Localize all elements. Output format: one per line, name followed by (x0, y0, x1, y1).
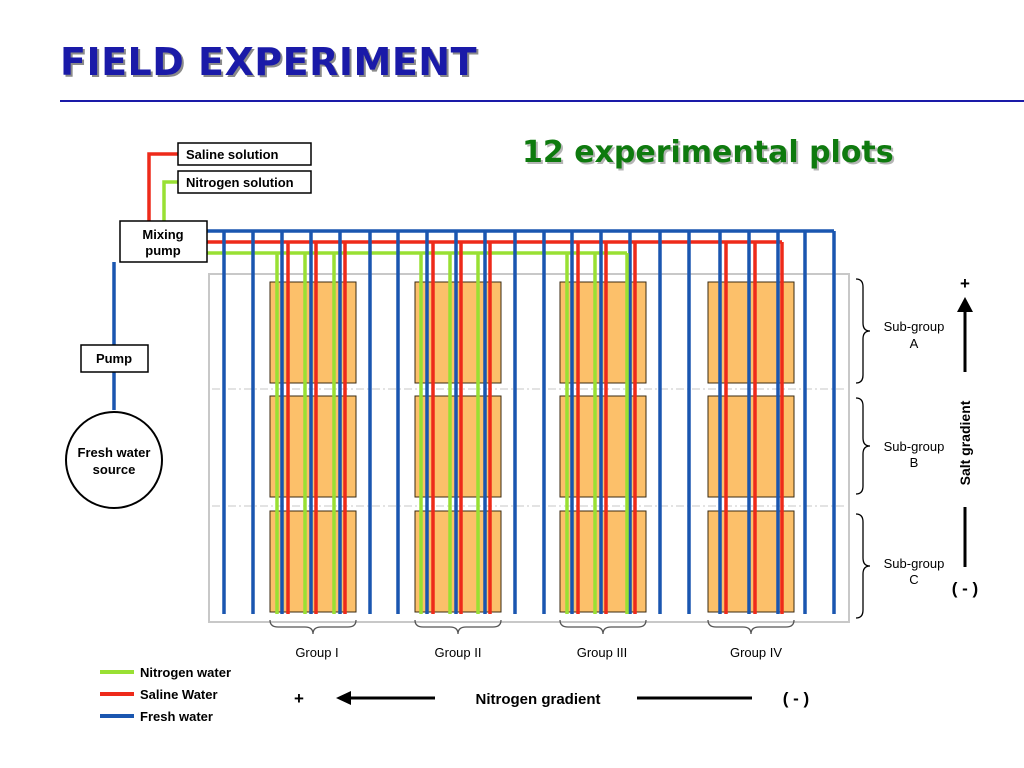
group-braces (269, 619, 795, 635)
nitrogen-gradient-arrowhead (336, 691, 351, 705)
subgroup-c-label-line2: C (909, 572, 918, 587)
nitrogen-solution-box (177, 170, 312, 194)
subgroup-b-label-line1: Sub-group (884, 439, 945, 454)
subgroup-braces (855, 278, 871, 619)
experimental-plots (269, 281, 795, 613)
subgroup-b-label-line2: B (910, 455, 919, 470)
field-boundary (208, 273, 850, 623)
salt-gradient-label: Salt gradient (957, 400, 973, 485)
nitrogen-gradient-high: + (294, 689, 304, 708)
pump-label: Pump (96, 351, 132, 366)
diagram-subtitle: 12 experimental plots (522, 135, 894, 170)
subgroup-a-label-line1: Sub-group (884, 319, 945, 334)
nitrogen-gradient-low: ( - ) (783, 689, 809, 708)
salt-gradient-low: ( - ) (952, 579, 978, 598)
title-divider (60, 100, 1024, 102)
salt-gradient-arrowhead (957, 297, 973, 312)
mixing-pump-label-line2: pump (145, 243, 180, 258)
legend-label-saline: Saline Water (140, 687, 218, 702)
subgroup-brace-b (855, 397, 871, 495)
pump-box (80, 344, 149, 373)
group-brace-1 (269, 619, 357, 635)
group-brace-2 (414, 619, 502, 635)
subgroup-c-label-line1: Sub-group (884, 556, 945, 571)
legend-label-nitrogen: Nitrogen water (140, 665, 231, 680)
group-label-3: Group III (577, 645, 628, 660)
mixing-pump-label-line1: Mixing (142, 227, 183, 242)
subgroup-brace-a (855, 278, 871, 384)
saline-feed-pipe (147, 152, 178, 221)
irrigation-pipes (222, 231, 836, 614)
fresh-water-source-label-line1: Fresh water (78, 445, 151, 460)
fresh-water-source-label-line2: source (93, 462, 136, 477)
subgroup-brace-c (855, 513, 871, 619)
group-label-1: Group I (295, 645, 338, 660)
saline-solution-box (177, 142, 312, 166)
salt-gradient-high: + (960, 274, 970, 293)
subgroup-a-label-line2: A (910, 336, 919, 351)
nitrogen-solution-label: Nitrogen solution (186, 175, 294, 190)
group-brace-4 (707, 619, 795, 635)
nitrogen-feed-pipe (162, 180, 178, 221)
nitrogen-gradient-label: Nitrogen gradient (475, 691, 600, 708)
fresh-water-source-circle (65, 411, 163, 509)
group-brace-3 (559, 619, 647, 635)
saline-solution-label: Saline solution (186, 147, 279, 162)
legend-label-fresh: Fresh water (140, 709, 213, 724)
group-label-4: Group IV (730, 645, 782, 660)
page-title: FIELD EXPERIMENT (60, 40, 478, 84)
mixing-pump-box (119, 220, 208, 263)
group-label-2: Group II (435, 645, 482, 660)
